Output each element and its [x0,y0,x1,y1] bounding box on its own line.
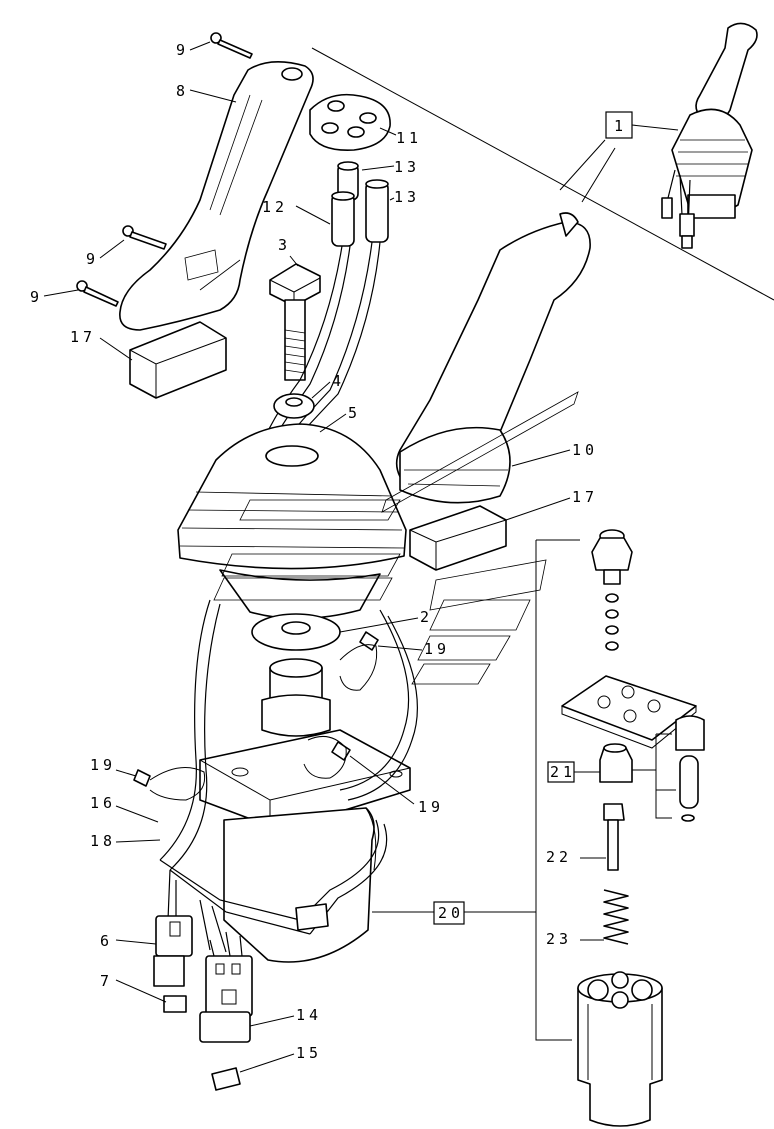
callout-23: 23 [546,930,572,948]
callout-box-20 [433,901,465,925]
cable-tie-upper [359,631,379,651]
handle-grip [395,212,591,504]
callout-8: 8 [176,82,189,100]
callout-16: 16 [90,794,116,812]
callout-22: 22 [546,848,572,866]
screw-top [210,32,253,59]
callout-3: 3 [278,236,291,254]
callout-19-upper: 19 [424,640,450,658]
callout-9-middle: 9 [86,250,99,268]
callout-20: 20 [438,904,464,922]
bolt [269,263,321,381]
plunger [603,803,625,871]
callout-1: 1 [614,117,627,135]
cable-tie-left [133,769,151,787]
spring [603,889,629,945]
valve-housing [577,971,663,1127]
piston-assembly [599,715,705,822]
watermark-graphic [213,391,579,685]
screw-middle [122,225,167,250]
cable-tie-bottom [295,903,329,931]
handle-shell-half [119,61,314,331]
callout-17-left: 17 [70,328,96,346]
callout-9-top: 9 [176,41,189,59]
push-buttons [331,161,389,247]
callout-12: 12 [262,198,288,216]
callout-14: 14 [296,1006,322,1024]
callout-6: 6 [100,932,113,950]
callout-11: 11 [396,129,422,147]
connector-small [153,915,193,1013]
callout-18: 18 [90,832,116,850]
connector-large [199,955,253,1091]
callout-5: 5 [348,404,361,422]
callout-19-right: 19 [418,798,444,816]
callout-4: 4 [332,372,345,390]
callout-17-right: 17 [572,488,598,506]
nut [273,393,315,419]
valve-plug [591,529,633,585]
callout-19-left: 19 [90,756,116,774]
callout-15: 15 [296,1044,322,1062]
assembled-joystick-inset [661,22,758,249]
callout-13-lower: 13 [394,188,420,206]
callout-9-bottom: 9 [30,288,43,306]
rubber-boot [177,423,407,620]
valve-plate [561,675,697,749]
button-plate [309,93,391,151]
callout-2: 2 [420,608,433,626]
callout-7: 7 [100,972,113,990]
callout-10: 10 [572,441,598,459]
callout-21: 21 [550,763,576,781]
block-spacer-right [409,505,507,571]
screw-bottom [76,280,119,307]
callout-13-upper: 13 [394,158,420,176]
inset-divider-line [311,47,774,301]
block-spacer-left [129,321,227,399]
o-rings [605,593,619,651]
joystick-body [199,658,411,963]
washer [251,613,341,651]
